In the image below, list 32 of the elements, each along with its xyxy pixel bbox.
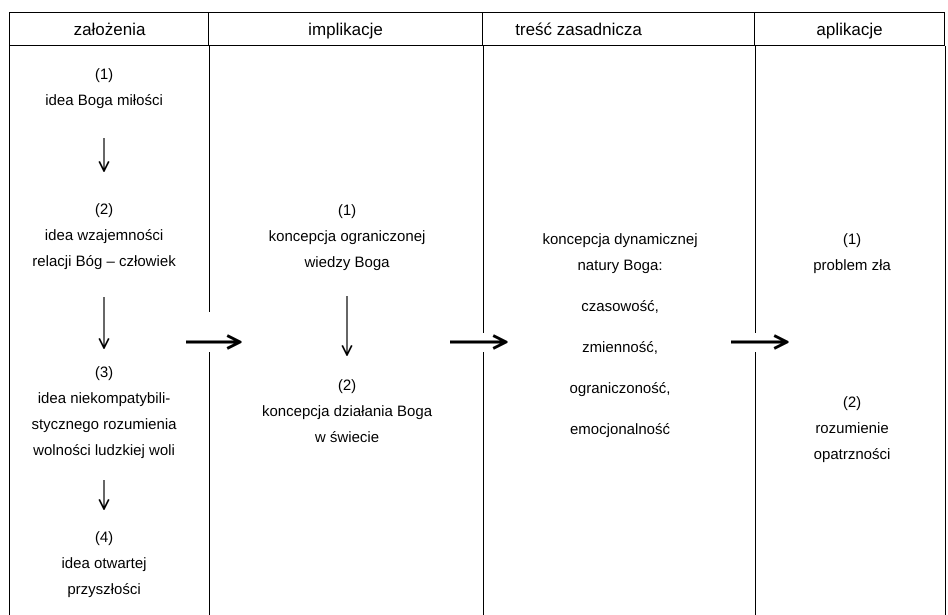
concept-text: koncepcja dynamicznej natury Boga: [541,230,699,276]
item-text: idea otwartej przyszłości [60,554,148,600]
item-text: koncepcja ograniczonej wiedzy Boga [268,227,426,273]
item-number: (3) [94,363,114,383]
arrow [341,296,353,356]
item-text: problem zła [812,256,892,276]
item-number: (1) [94,65,114,85]
item-text: idea niekompatybili- stycznego rozumienia wolności ludzkiej woli [30,389,178,461]
item-number: (1) [842,230,862,250]
item-number: (2) [336,376,358,396]
attribute-text: ograniczoność, [568,379,672,399]
item-text: idea wzajemności relacji Bóg – człowiek [31,226,177,272]
arrow [450,334,508,350]
item-number: (2) [94,200,114,220]
arrow [98,138,110,172]
item-text: koncepcja działania Boga w świecie [260,402,434,448]
column-header: treść zasadnicza [482,12,755,46]
column-header: założenia [9,12,210,46]
item-number: (1) [336,201,358,221]
arrow [186,334,242,350]
attribute-text: emocjonalność [568,420,672,440]
concept-text: czasowość, [580,297,660,317]
item-number: (2) [842,393,862,413]
arrow [98,480,110,510]
column-header: aplikacje [754,12,945,46]
attribute-text: zmienność, [581,338,659,358]
arrow [98,297,110,349]
item-text: idea Boga miłości [44,91,164,111]
column-header: implikacje [208,12,483,46]
arrow [731,334,788,350]
item-text: rozumienie opatrzności [812,419,892,465]
item-number: (4) [94,528,114,548]
